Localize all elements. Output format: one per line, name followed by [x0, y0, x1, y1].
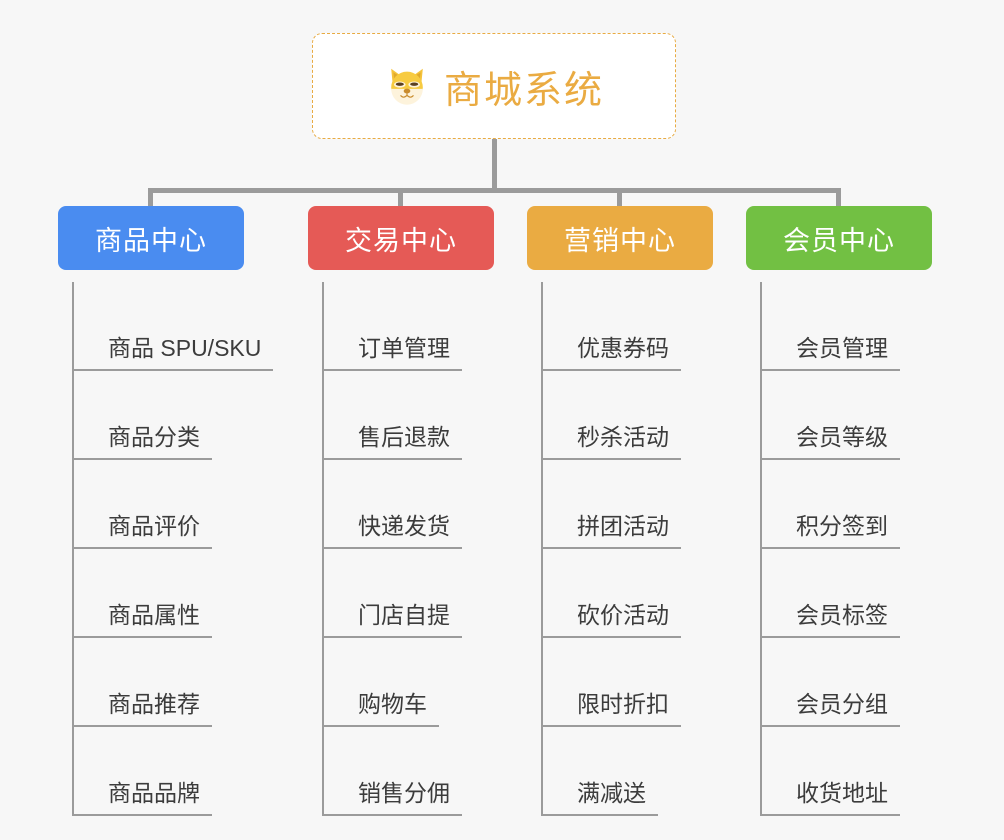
leaf-label: 销售分佣	[324, 780, 462, 816]
leaf-label: 限时折扣	[543, 691, 681, 727]
leaf-label: 会员等级	[762, 424, 900, 460]
branch-leaf-list-3: 优惠券码 秒杀活动 拼团活动 砍价活动 限时折扣 满减送	[541, 282, 747, 816]
leaf-label: 商品分类	[74, 424, 212, 460]
leaf-label: 商品评价	[74, 513, 212, 549]
list-item[interactable]: 满减送	[543, 727, 747, 816]
branch-header-4[interactable]: 会员中心	[746, 206, 932, 270]
branch-header-label-3: 营销中心	[564, 225, 676, 256]
connector-drop-3	[617, 188, 622, 210]
list-item[interactable]: 收货地址	[762, 727, 966, 816]
list-item[interactable]: 会员等级	[762, 371, 966, 460]
connector-horizontal-bus	[148, 188, 840, 193]
leaf-label: 商品推荐	[74, 691, 212, 727]
list-item[interactable]: 门店自提	[324, 549, 528, 638]
leaf-label: 拼团活动	[543, 513, 681, 549]
leaf-label: 售后退款	[324, 424, 462, 460]
leaf-label: 商品 SPU/SKU	[74, 335, 274, 371]
connector-drop-4	[836, 188, 841, 210]
connector-root-stem	[492, 139, 497, 191]
leaf-label: 会员管理	[762, 335, 900, 371]
list-item[interactable]: 会员分组	[762, 638, 966, 727]
list-item[interactable]: 销售分佣	[324, 727, 528, 816]
list-item[interactable]: 商品 SPU/SKU	[74, 282, 278, 371]
list-item[interactable]: 砍价活动	[543, 549, 747, 638]
connector-drop-2	[398, 188, 403, 210]
branch-header-3[interactable]: 营销中心	[527, 206, 713, 270]
leaf-label: 秒杀活动	[543, 424, 681, 460]
shiba-dog-face-icon	[384, 63, 430, 109]
connector-drop-1	[148, 188, 153, 210]
list-item[interactable]: 订单管理	[324, 282, 528, 371]
branch-leaf-list-1: 商品 SPU/SKU 商品分类 商品评价 商品属性 商品推荐 商品品牌	[72, 282, 278, 816]
leaf-label: 收货地址	[762, 780, 900, 816]
list-item[interactable]: 商品分类	[74, 371, 278, 460]
list-item[interactable]: 售后退款	[324, 371, 528, 460]
branch-header-1[interactable]: 商品中心	[58, 206, 244, 270]
branch-header-label-1: 商品中心	[95, 225, 207, 256]
leaf-label: 优惠券码	[543, 335, 681, 371]
branch-leaf-list-2: 订单管理 售后退款 快递发货 门店自提 购物车 销售分佣	[322, 282, 528, 816]
list-item[interactable]: 积分签到	[762, 460, 966, 549]
leaf-label: 会员标签	[762, 602, 900, 638]
branch-header-label-4: 会员中心	[783, 225, 895, 256]
list-item[interactable]: 限时折扣	[543, 638, 747, 727]
branch-column-4: 会员中心 会员管理 会员等级 积分签到 会员标签 会员分组 收货地址	[746, 206, 966, 816]
root-title: 商城系统	[443, 69, 604, 112]
list-item[interactable]: 快递发货	[324, 460, 528, 549]
list-item[interactable]: 商品推荐	[74, 638, 278, 727]
list-item[interactable]: 秒杀活动	[543, 371, 747, 460]
branch-column-1: 商品中心 商品 SPU/SKU 商品分类 商品评价 商品属性 商品推荐 商品品牌	[58, 206, 278, 816]
leaf-label: 购物车	[324, 691, 439, 727]
list-item[interactable]: 商品属性	[74, 549, 278, 638]
leaf-label: 会员分组	[762, 691, 900, 727]
list-item[interactable]: 商品评价	[74, 460, 278, 549]
leaf-label: 砍价活动	[543, 602, 681, 638]
leaf-label: 商品属性	[74, 602, 212, 638]
list-item[interactable]: 购物车	[324, 638, 528, 727]
leaf-label: 门店自提	[324, 602, 462, 638]
branch-header-2[interactable]: 交易中心	[308, 206, 494, 270]
list-item[interactable]: 会员标签	[762, 549, 966, 638]
list-item[interactable]: 商品品牌	[74, 727, 278, 816]
branch-header-label-2: 交易中心	[345, 225, 457, 256]
leaf-label: 积分签到	[762, 513, 900, 549]
leaf-label: 订单管理	[324, 335, 462, 371]
leaf-label: 满减送	[543, 780, 658, 816]
branch-column-2: 交易中心 订单管理 售后退款 快递发货 门店自提 购物车 销售分佣	[308, 206, 528, 816]
leaf-label: 快递发货	[324, 513, 462, 549]
root-node[interactable]: 商城系统	[312, 33, 676, 139]
leaf-label: 商品品牌	[74, 780, 212, 816]
list-item[interactable]: 拼团活动	[543, 460, 747, 549]
list-item[interactable]: 优惠券码	[543, 282, 747, 371]
branch-leaf-list-4: 会员管理 会员等级 积分签到 会员标签 会员分组 收货地址	[760, 282, 966, 816]
list-item[interactable]: 会员管理	[762, 282, 966, 371]
branch-column-3: 营销中心 优惠券码 秒杀活动 拼团活动 砍价活动 限时折扣 满减送	[527, 206, 747, 816]
